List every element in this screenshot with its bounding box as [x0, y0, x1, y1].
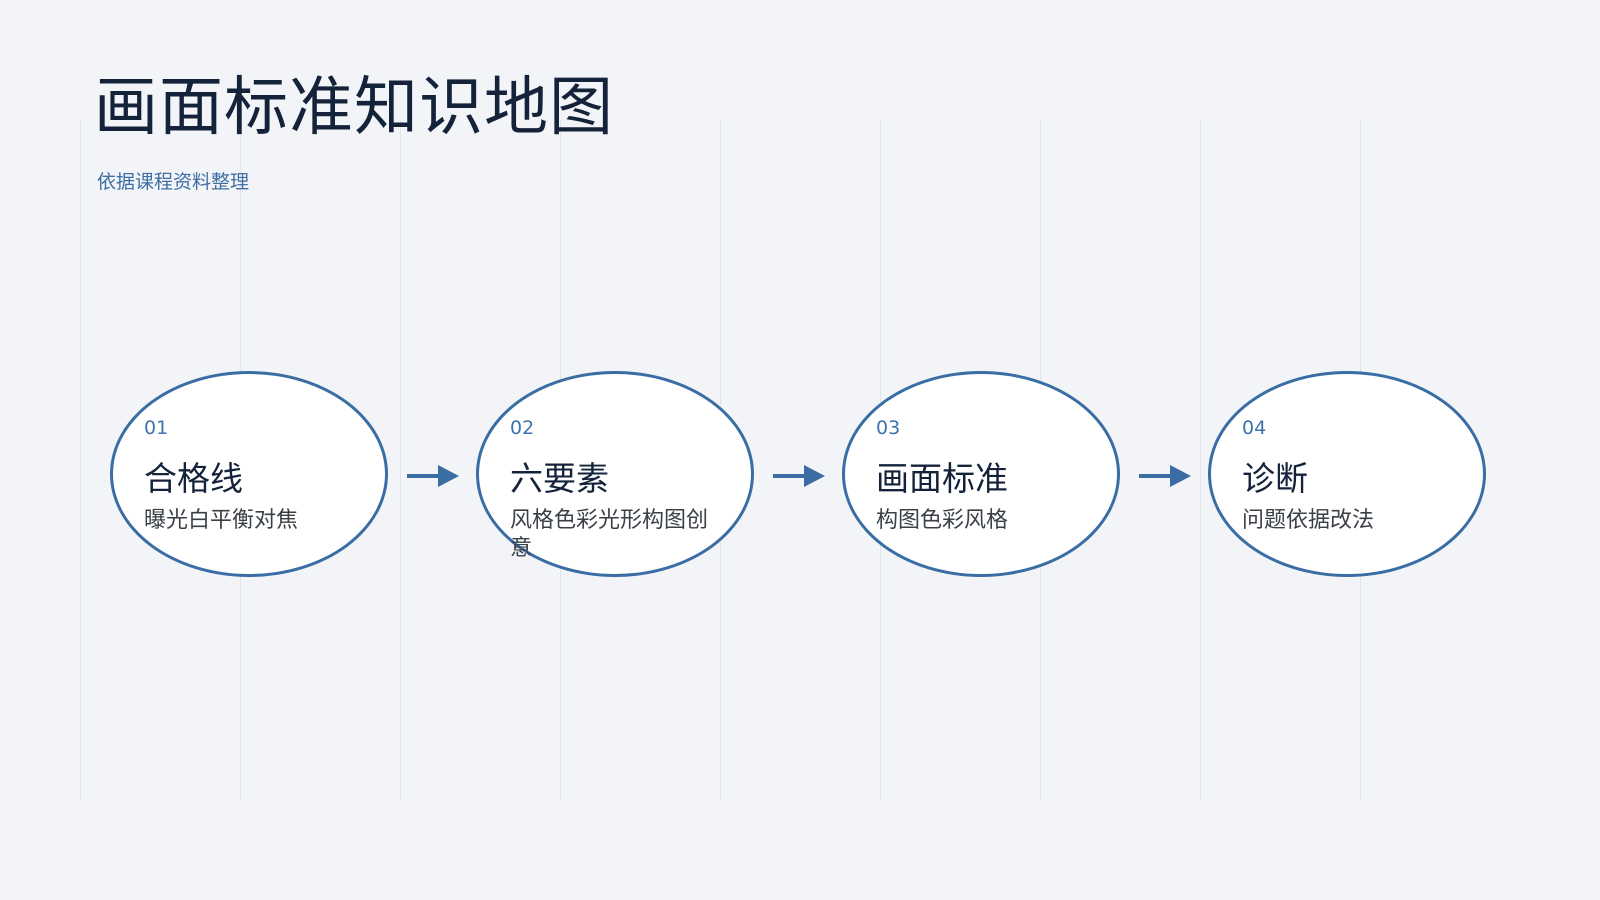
- grid-line: [1200, 120, 1201, 800]
- step-description: 曝光白平衡对焦: [144, 508, 299, 533]
- step-node: 04 诊断 问题依据改法: [1208, 371, 1486, 577]
- step-title: 合格线: [144, 459, 243, 498]
- page-title: 画面标准知识地图: [94, 71, 614, 145]
- step-description: 风格色彩光形构图创意: [510, 508, 709, 561]
- step-node: 02 六要素 风格色彩光形构图创意: [476, 371, 754, 577]
- page-subtitle: 依据课程资料整理: [97, 171, 250, 193]
- grid-line: [400, 120, 401, 800]
- step-title: 六要素: [510, 459, 609, 498]
- arrow-right-icon: [407, 465, 459, 487]
- step-node: 01 合格线 曝光白平衡对焦: [110, 371, 388, 577]
- step-title: 诊断: [1242, 459, 1308, 498]
- grid-line: [80, 120, 81, 800]
- step-title: 画面标准: [876, 459, 1008, 498]
- step-number: 02: [510, 417, 535, 439]
- arrow-right-icon: [773, 465, 825, 487]
- step-number: 03: [876, 417, 901, 439]
- step-node: 03 画面标准 构图色彩风格: [842, 371, 1120, 577]
- step-number: 04: [1242, 417, 1267, 439]
- step-number: 01: [144, 417, 169, 439]
- step-description: 构图色彩风格: [876, 508, 1009, 533]
- step-description: 问题依据改法: [1242, 508, 1375, 533]
- arrow-right-icon: [1139, 465, 1191, 487]
